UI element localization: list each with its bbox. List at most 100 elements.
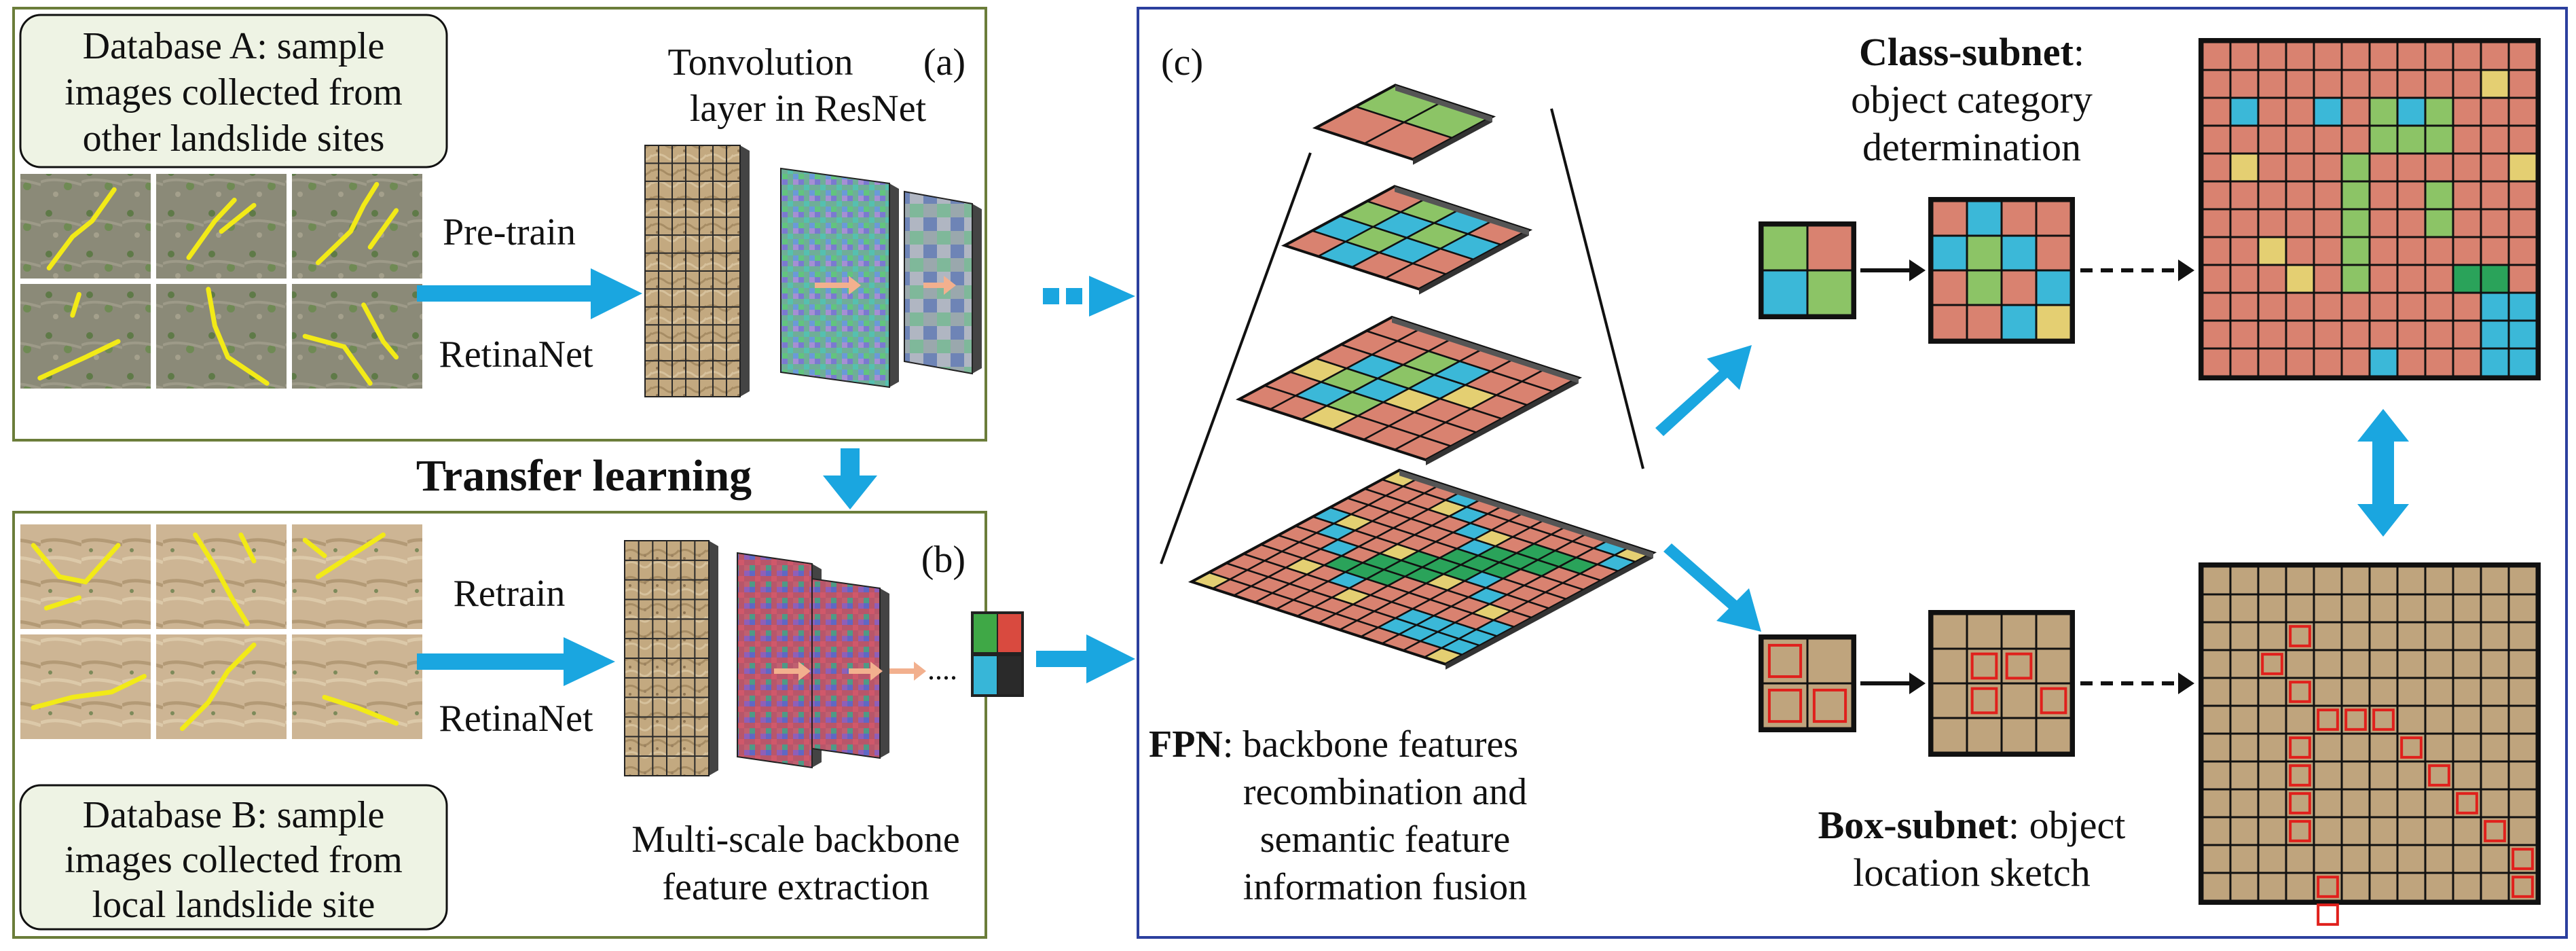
- subnet-cell: [2342, 790, 2369, 817]
- subnet-cell: [2370, 874, 2397, 900]
- subnet-cell: [2398, 790, 2425, 817]
- subnet-cell: [1968, 719, 2001, 752]
- subnet-cell: [2231, 43, 2258, 69]
- subnet-cell: [2315, 846, 2341, 872]
- subnet-cell: [2454, 238, 2480, 264]
- subnet-cell: [2426, 71, 2452, 97]
- subnet-cell: [2426, 734, 2452, 761]
- subnet-cell: [2426, 846, 2452, 872]
- subnet-cell: [2342, 349, 2369, 376]
- subnet-cell: [2454, 349, 2480, 376]
- subnet-cell: [2342, 321, 2369, 348]
- subnet-cell: [2482, 762, 2508, 789]
- pyramid-layer-edge: [1395, 85, 1492, 122]
- subnet-cell: [2482, 43, 2508, 69]
- subnet-cell: [2203, 874, 2230, 900]
- pyramid-layer-p4: [1235, 315, 1583, 465]
- detection-box: [2344, 708, 2367, 731]
- landslide-crack-mark: [193, 532, 250, 626]
- box-subnet-title: Box-subnet: [1818, 803, 2009, 847]
- subnet-cell: [2342, 182, 2369, 209]
- subnet-cell: [2398, 874, 2425, 900]
- subnet-cell: [2398, 71, 2425, 97]
- class-subnet-description: Class-subnet: object category determinat…: [1851, 30, 2093, 169]
- subnet-cell: [2509, 679, 2536, 705]
- subnet-cell: [2398, 210, 2425, 236]
- database-b-line-3: local landslide site: [92, 884, 375, 926]
- subnet-cell: [1933, 684, 1966, 717]
- class-subnet-desc-line-3: determination: [1862, 125, 2081, 169]
- subnet-cell: [2203, 623, 2230, 649]
- svg-text:Class-subnet:: Class-subnet:: [1859, 30, 2084, 74]
- detection-box: [2261, 653, 2283, 675]
- subnet-cell: [2398, 567, 2425, 594]
- fpn-desc-line-4: information fusion: [1243, 866, 1527, 908]
- subnet-cell: [2509, 706, 2536, 733]
- subnet-cell: [2287, 846, 2313, 872]
- subnet-cell: [1808, 684, 1852, 728]
- subnet-cell: [2398, 706, 2425, 733]
- feature-flow-arrowhead: [944, 276, 956, 295]
- sample-image-tile: [292, 634, 422, 739]
- subnet-cell: [2482, 126, 2508, 153]
- subnet-cell: [2259, 846, 2285, 872]
- retrain-arrow: [417, 637, 615, 686]
- subnet-cell: [2482, 567, 2508, 594]
- feature-flow-arrowhead: [914, 662, 926, 681]
- subnet-cell: [2426, 790, 2452, 817]
- pyramid-edge-left: [1160, 152, 1312, 564]
- subnet-cell: [1763, 226, 1807, 270]
- backbone-small-map: [971, 611, 1024, 697]
- subnet-cell: [2315, 182, 2341, 209]
- retinanet-label-a: RetinaNet: [439, 334, 593, 376]
- ellipsis-dots: ....: [927, 653, 957, 686]
- subnet-cell: [2231, 790, 2258, 817]
- database-b-line-2: images collected from: [65, 839, 403, 881]
- subnet-cell: [2315, 71, 2341, 97]
- layer-label-line-1: Tonvolution: [668, 41, 853, 84]
- subnet-cell: [2287, 98, 2313, 125]
- subnet-cell: [2482, 790, 2508, 817]
- subnet-cell: [2370, 846, 2397, 872]
- subnet-cell: [2287, 126, 2313, 153]
- pyramid-layer-edge: [1419, 230, 1529, 295]
- detection-box: [1970, 652, 1998, 680]
- detection-box: [2456, 792, 2478, 814]
- subnet-cell: [2231, 71, 2258, 97]
- subnet-cell: [2342, 651, 2369, 677]
- class-subnet-input-grid: [1759, 221, 1856, 319]
- subnet-cell: [2231, 154, 2258, 181]
- feature-flow-arrowhead: [849, 276, 861, 295]
- landslide-crack-mark: [361, 302, 399, 360]
- subnet-cell: [2509, 238, 2536, 264]
- subnet-cell: [2370, 679, 2397, 705]
- subnet-cell: [2482, 321, 2508, 348]
- sample-image-tile: [20, 634, 151, 739]
- subnet-cell: [2287, 71, 2313, 97]
- detection-box: [1767, 688, 1803, 723]
- subnet-cell: [2454, 623, 2480, 649]
- subnet-cell: [2398, 293, 2425, 320]
- landslide-crack-mark: [70, 291, 81, 318]
- box-subnet-description: Box-subnet: object location sketch: [1818, 803, 2126, 895]
- small-map-cell: [974, 656, 997, 694]
- database-a-line-2: images collected from: [65, 71, 403, 113]
- detection-box: [2317, 903, 2339, 926]
- landslide-crack-mark: [46, 187, 117, 271]
- fpn-desc-line-1: : backbone features: [1223, 723, 1518, 766]
- subnet-cell: [2203, 567, 2230, 594]
- subnet-cell: [2398, 43, 2425, 69]
- subnet-cell: [2454, 874, 2480, 900]
- sample-image-tile: [292, 524, 422, 629]
- landslide-crack-mark: [31, 543, 121, 585]
- subnet-cell: [2509, 623, 2536, 649]
- subnet-cell: [2509, 71, 2536, 97]
- subnet-cell: [2342, 71, 2369, 97]
- subnet-cell: [2287, 238, 2313, 264]
- subnet-cell: [2037, 719, 2070, 752]
- subnet-cell: [2287, 874, 2313, 900]
- subnet-cell: [2259, 266, 2285, 292]
- subnet-cell: [2315, 266, 2341, 292]
- subnet-cell: [2203, 762, 2230, 789]
- subnet-cell: [2002, 306, 2036, 339]
